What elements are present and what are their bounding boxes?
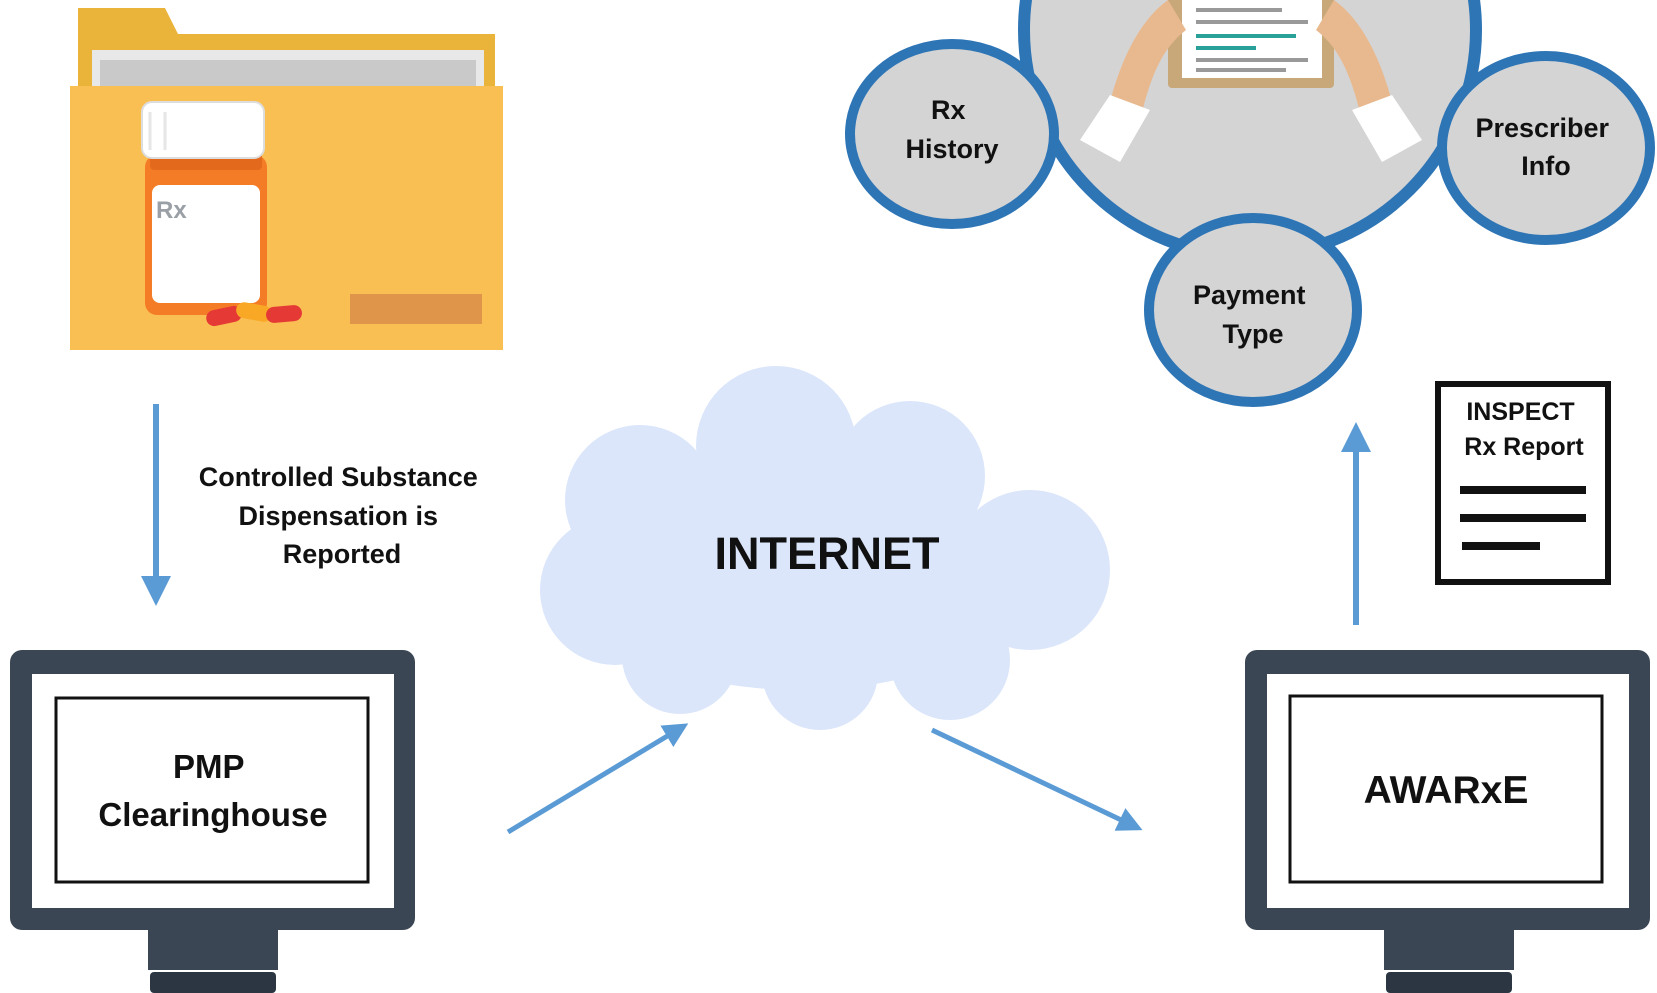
pill-bottle-icon: Rx	[141, 101, 302, 327]
pmp-clearinghouse-label: PMP Clearinghouse	[98, 748, 327, 833]
prescriber-info-bubble	[1437, 51, 1655, 245]
document-icon	[1435, 381, 1611, 585]
reported-label: Controlled Substance Dispensation is Rep…	[199, 462, 486, 569]
monitor-icon	[1245, 650, 1650, 993]
folder-icon	[70, 8, 503, 350]
prescriber-info-label: Prescriber Info	[1475, 113, 1616, 181]
rx-history-bubble	[845, 39, 1059, 229]
inspect-report-label: INSPECT Rx Report	[1464, 398, 1584, 461]
arrow-from-internet	[930, 727, 1143, 831]
payment-type-label: Payment Type	[1193, 280, 1313, 349]
awarxe-label: AWARxE	[1364, 769, 1529, 812]
pills	[206, 302, 302, 327]
monitor-icon	[10, 650, 415, 993]
internet-label: INTERNET	[715, 528, 940, 579]
rx-symbol: Rx	[156, 197, 187, 224]
rx-history-label: Rx History	[905, 95, 998, 164]
arrow-to-internet	[506, 723, 689, 835]
payment-type-bubble	[1144, 213, 1362, 407]
cloud-icon	[540, 366, 1110, 730]
clipboard-icon	[1080, 0, 1422, 162]
